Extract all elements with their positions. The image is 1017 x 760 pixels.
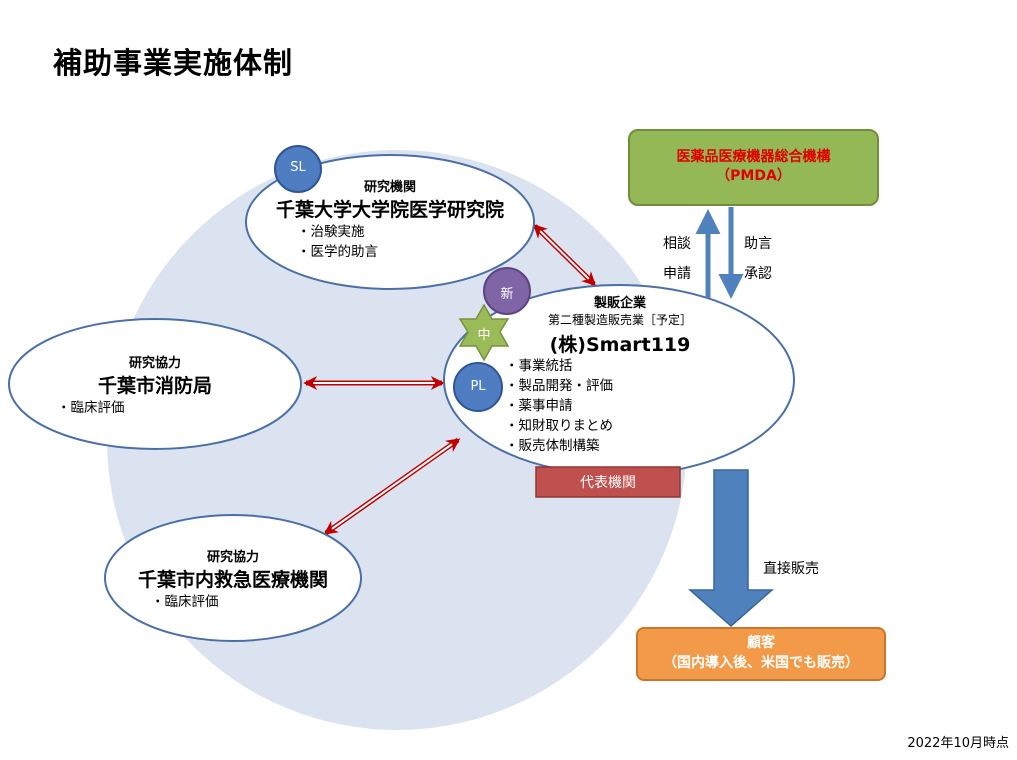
customer-name: 顧客 xyxy=(747,635,775,651)
representative-label: 代表機関 xyxy=(580,475,636,491)
flow-down-label-2: 承認 xyxy=(744,266,772,282)
pl-badge-label: PL xyxy=(470,379,486,394)
fire-dept-ellipse xyxy=(8,318,302,450)
emergency-name: 千葉市内救急医療機関 xyxy=(137,569,328,591)
new-badge-label: 新 xyxy=(500,287,514,302)
new-badge xyxy=(483,267,531,315)
flow-down-label-1: 助言 xyxy=(744,236,772,252)
company-bullet-4: ・知財取りまとめ xyxy=(505,418,613,434)
pmda-box xyxy=(628,129,879,206)
mid-star-badge xyxy=(458,303,510,362)
mid-badge-label: 中 xyxy=(477,328,491,343)
pmda-name: 医薬品医療機器総合機構 xyxy=(676,149,831,165)
link-university-company xyxy=(533,224,596,286)
company-bullet-2: ・製品開発・評価 xyxy=(505,378,613,394)
company-name: (株)Smart119 xyxy=(549,334,691,356)
university-bullet-1: ・治験実施 xyxy=(297,224,365,240)
company-subtitle: 第二種製造販売業［予定］ xyxy=(547,313,692,327)
fire-dept-category: 研究協力 xyxy=(128,356,181,371)
emergency-category: 研究協力 xyxy=(206,550,259,565)
flow-up-label-1: 相談 xyxy=(663,236,691,252)
university-bullet-2: ・医学的助言 xyxy=(297,244,378,260)
company-bullet-3: ・薬事申請 xyxy=(505,398,573,414)
company-bullet-1: ・事業統括 xyxy=(505,358,573,374)
link-emergency-company xyxy=(323,437,461,536)
page-title: 補助事業実施体制 xyxy=(53,46,294,80)
fire-dept-name: 千葉市消防局 xyxy=(97,375,212,397)
pmda-abbrev: （PMDA） xyxy=(716,168,791,184)
university-ellipse xyxy=(245,154,535,290)
pl-badge xyxy=(453,362,503,412)
sl-badge xyxy=(274,145,322,193)
flow-up-label-2: 申請 xyxy=(663,266,691,282)
emergency-ellipse xyxy=(104,514,362,642)
timestamp: 2022年10月時点 xyxy=(907,736,1009,751)
company-category: 製販企業 xyxy=(593,296,646,311)
sales-label: 直接販売 xyxy=(763,561,819,577)
customer-note: （国内導入後、米国でも販売） xyxy=(663,655,859,671)
company-bullet-5: ・販売体制構築 xyxy=(505,438,600,454)
university-category: 研究機関 xyxy=(363,180,416,195)
emergency-bullet-1: ・臨床評価 xyxy=(151,594,219,610)
sales-arrow xyxy=(688,469,774,627)
sl-badge-label: SL xyxy=(290,160,306,175)
representative-box xyxy=(535,466,681,498)
fire-dept-bullet-1: ・臨床評価 xyxy=(57,400,125,416)
university-name: 千葉大学大学院医学研究院 xyxy=(275,199,504,221)
customer-box xyxy=(636,627,886,681)
